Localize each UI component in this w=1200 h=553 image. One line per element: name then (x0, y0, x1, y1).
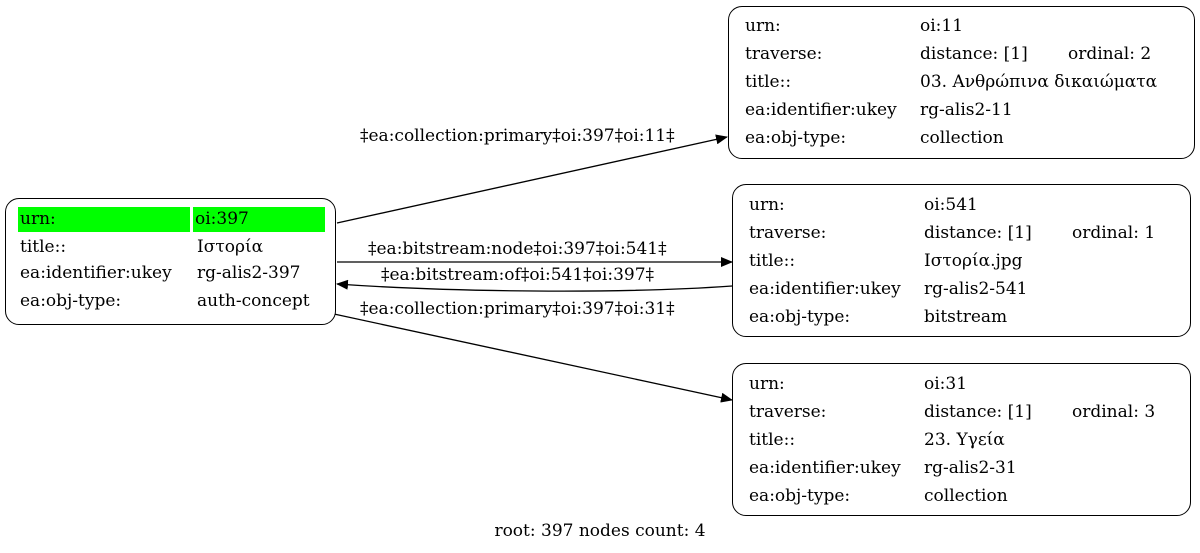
row-key: urn: (18, 207, 190, 232)
edge-root-to-oi31 (333, 313, 733, 403)
row-key: ea:obj-type: (20, 291, 122, 311)
node-oi-541[interactable]: urn: oi:541 traverse: distance: [1] ordi… (732, 184, 1191, 337)
row-key: title:: (20, 237, 67, 257)
row-key: ea:identifier:ukey (745, 100, 897, 120)
row-extra: ordinal: 1 (1072, 223, 1156, 243)
row-key: traverse: (745, 44, 823, 64)
row-value: Ιστορία (197, 237, 264, 257)
row-value: rg-alis2-11 (920, 100, 1013, 120)
edge-label-collection-oi11: ‡ea:collection:primary‡oi:397‡oi:11‡ (360, 126, 675, 146)
row-key: urn: (749, 195, 785, 215)
row-value: oi:397 (193, 207, 325, 232)
row-key: ea:identifier:ukey (20, 263, 172, 283)
edge-label-bitstream-node: ‡ea:bitstream:node‡oi:397‡oi:541‡ (368, 239, 667, 259)
edge-oi541-to-root (336, 279, 733, 292)
footer-summary: root: 397 nodes count: 4 (494, 521, 706, 541)
row-value: distance: [1] (924, 223, 1032, 243)
row-value: 03. Ανθρώπινα δικαιώματα (920, 72, 1158, 92)
row-value: oi:11 (920, 16, 964, 36)
row-key: ea:obj-type: (749, 307, 851, 327)
row-extra: ordinal: 3 (1072, 402, 1156, 422)
row-value: bitstream (924, 307, 1008, 327)
row-value: auth-concept (197, 291, 310, 311)
row-key: title:: (745, 72, 792, 92)
row-key: ea:obj-type: (745, 128, 847, 148)
row-value: collection (924, 486, 1008, 506)
row-key: ea:obj-type: (749, 486, 851, 506)
row-value: rg-alis2-397 (197, 263, 301, 283)
row-key: ea:identifier:ukey (749, 279, 901, 299)
row-value: distance: [1] (920, 44, 1028, 64)
node-oi-397[interactable]: urn: oi:397 title:: Ιστορία ea:identifie… (5, 198, 336, 325)
row-extra: ordinal: 2 (1068, 44, 1152, 64)
row-key: urn: (745, 16, 781, 36)
row-key: traverse: (749, 223, 827, 243)
row-value: distance: [1] (924, 402, 1032, 422)
row-value: collection (920, 128, 1004, 148)
row-value: oi:31 (924, 374, 968, 394)
node-oi-31[interactable]: urn: oi:31 traverse: distance: [1] ordin… (732, 363, 1191, 516)
row-value: rg-alis2-31 (924, 458, 1017, 478)
edge-label-collection-oi31: ‡ea:collection:primary‡oi:397‡oi:31‡ (360, 299, 675, 319)
row-key: title:: (749, 251, 796, 271)
row-key: urn: (749, 374, 785, 394)
row-key: traverse: (749, 402, 827, 422)
node-oi-11[interactable]: urn: oi:11 traverse: distance: [1] ordin… (728, 6, 1195, 159)
edge-root-to-oi11 (336, 134, 728, 224)
row-value: rg-alis2-541 (924, 279, 1028, 299)
row-key: title:: (749, 430, 796, 450)
row-value: Ιστορία.jpg (924, 251, 1023, 271)
edge-label-bitstream-of: ‡ea:bitstream:of‡oi:541‡oi:397‡ (381, 265, 655, 285)
row-key: ea:identifier:ukey (749, 458, 901, 478)
row-value: oi:541 (924, 195, 978, 215)
row-value: 23. Υγεία (924, 430, 1005, 450)
